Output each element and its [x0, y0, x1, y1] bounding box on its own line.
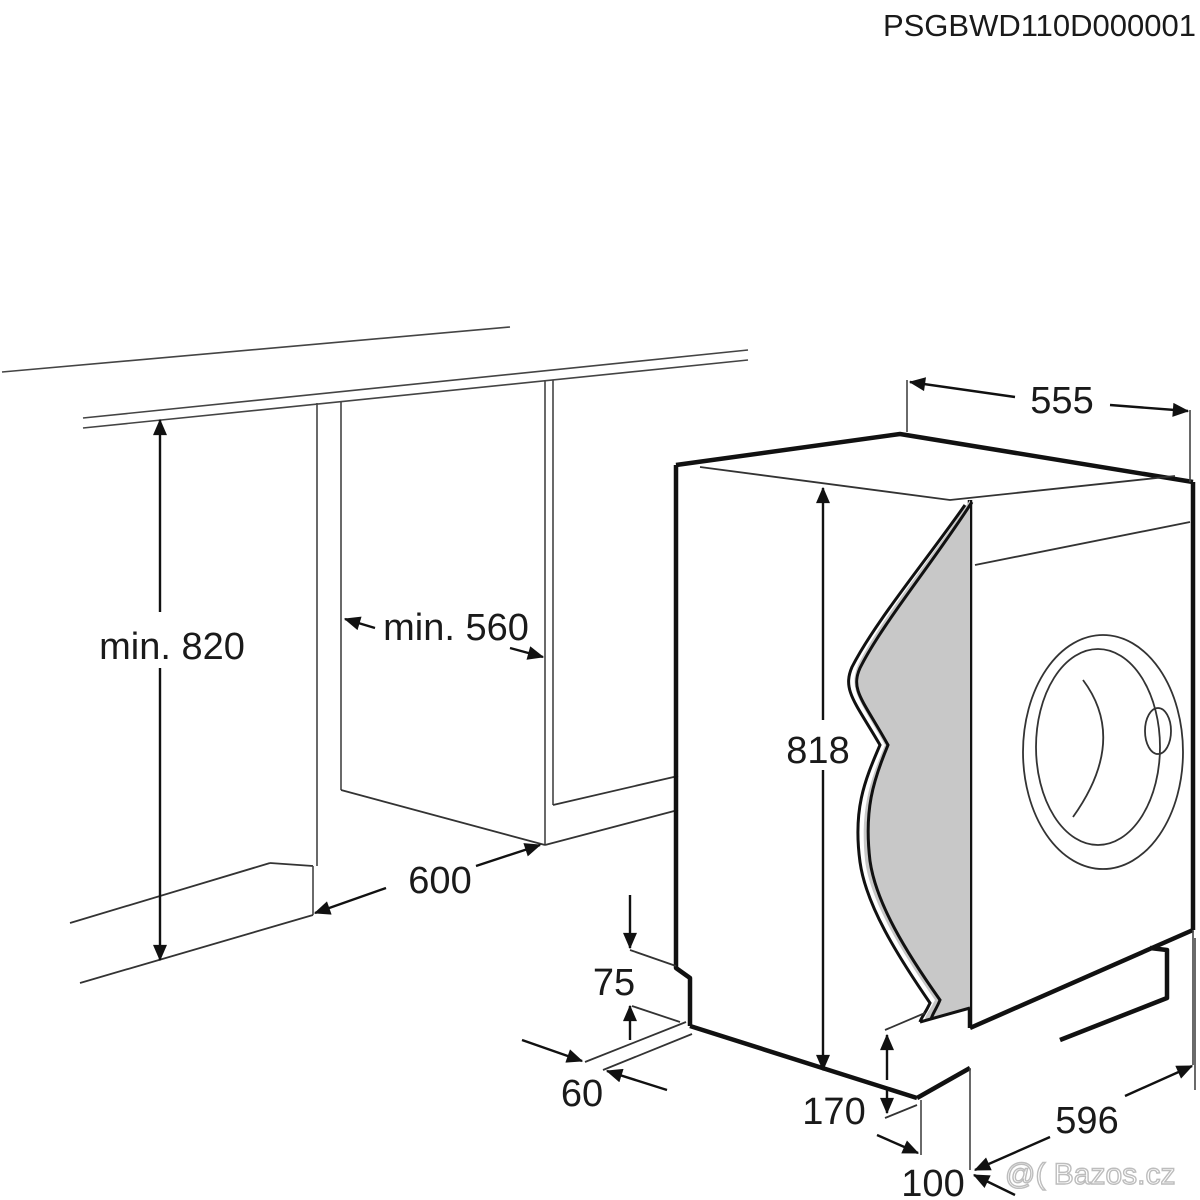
plinth-depth-label: 60: [561, 1073, 603, 1115]
appliance-depth-label: 596: [1055, 1100, 1118, 1142]
toe-height-label: 170: [802, 1091, 865, 1133]
door-porthole: [1022, 634, 1184, 870]
kitchen-niche: [1, 326, 749, 984]
dim-appliance-depth: 596: [973, 930, 1194, 1172]
washing-machine: [673, 431, 1196, 1101]
wall-line: [1, 326, 511, 373]
dim-appliance-height: 818: [786, 486, 850, 1072]
worktop-edge-top: [82, 349, 749, 419]
appliance-height-label: 818: [786, 730, 849, 772]
door-offset-label: 100: [901, 1163, 964, 1200]
dim-appliance-width: 555: [906, 377, 1191, 482]
dim-niche-depth: 600: [313, 843, 542, 915]
dim-toe-height: 170: [802, 1012, 926, 1133]
dim-plinth-depth: 60: [521, 1021, 693, 1115]
dim-door-offset: 100: [876, 1068, 1016, 1200]
plinth-height-label: 75: [593, 962, 635, 1004]
niche-height-label: min. 820: [99, 626, 245, 668]
drawing-code: PSGBWD110D000001: [883, 8, 1196, 43]
dim-niche-width: min. 560: [343, 607, 545, 660]
appliance-width-label: 555: [1030, 380, 1093, 422]
dim-plinth-height: 75: [593, 895, 681, 1040]
watermark: @( Bazos.cz: [1005, 1158, 1176, 1191]
niche-width-label: min. 560: [383, 607, 529, 649]
dim-niche-height: min. 820: [99, 418, 245, 962]
worktop-edge-bottom: [82, 359, 749, 429]
niche-depth-label: 600: [408, 860, 471, 902]
